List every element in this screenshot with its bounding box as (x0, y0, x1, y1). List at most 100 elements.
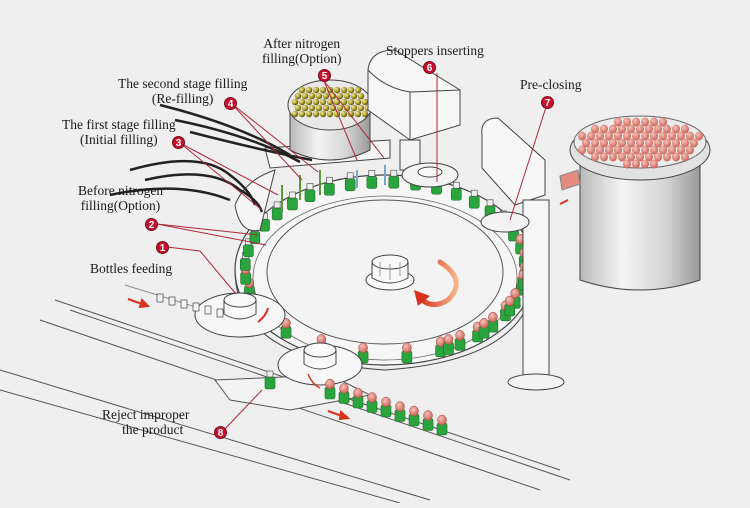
pre-closing-column (480, 117, 565, 391)
pink-stopper (605, 131, 613, 141)
pink-stopper (641, 117, 649, 127)
pink-stopper (650, 131, 658, 141)
bottle (287, 191, 298, 211)
stopper-ball (340, 110, 348, 118)
stopper-ball (326, 110, 334, 118)
pink-stopper-bowl (559, 115, 711, 291)
stopper-ball (350, 92, 358, 100)
pink-stopper (672, 138, 680, 148)
empty-bottle (168, 296, 176, 306)
filling-needles (281, 165, 386, 212)
pink-stopper (618, 152, 626, 162)
pink-stopper (614, 117, 622, 127)
feeding-star-wheel (194, 292, 286, 338)
pink-stopper (609, 124, 617, 134)
pink-stopper (600, 124, 608, 134)
pink-stopper (663, 152, 671, 162)
label-line: The second stage filling (118, 76, 248, 91)
stopper-ball (361, 110, 369, 118)
pink-stopper (641, 159, 649, 169)
pink-stopper (650, 117, 658, 127)
incoming-bottles (156, 293, 224, 318)
pink-stopper (582, 138, 590, 148)
stopper-ball (308, 92, 316, 100)
stopper-ball (319, 110, 327, 118)
pink-stopper (663, 138, 671, 148)
stopper-ball (301, 92, 309, 100)
pink-stopper (663, 124, 671, 134)
stoppered-bottle (380, 396, 392, 418)
bottle (264, 370, 276, 390)
step-4-label: The second stage filling (Re-filling) (118, 76, 247, 106)
callout-badge-7: 7 (541, 96, 554, 109)
pink-stopper (668, 131, 676, 141)
pink-stopper (645, 152, 653, 162)
label-line: The first stage filling (62, 117, 176, 132)
stopper-ball (343, 92, 351, 100)
pink-stopper (695, 131, 703, 141)
stopper-ball (322, 92, 330, 100)
pink-stopper (632, 159, 640, 169)
main-turntable (234, 174, 536, 371)
pink-stopper (600, 138, 608, 148)
pink-stopper (686, 131, 694, 141)
stopper-ball (340, 98, 348, 106)
pink-stopper (609, 138, 617, 148)
stopper-ball (294, 104, 302, 112)
stoppered-bottle (454, 330, 466, 351)
stopper-ball (301, 104, 309, 112)
pink-stopper (636, 124, 644, 134)
callout-badge-3: 3 (172, 136, 185, 149)
pink-stopper (645, 124, 653, 134)
stopper-ball (350, 104, 358, 112)
bottle (271, 201, 283, 221)
stoppered-bottle (366, 392, 378, 413)
pink-stopper (623, 117, 631, 127)
pink-stopper (654, 124, 662, 134)
stopper-ball (315, 104, 323, 112)
bottle (388, 169, 400, 189)
label-line: the product (122, 422, 184, 437)
stopper-ball (354, 110, 362, 118)
stopper-ball (336, 104, 344, 112)
pink-stopper (605, 145, 613, 155)
callout-leaders (156, 73, 548, 433)
stopper-ball (291, 98, 299, 106)
stopper-ball (308, 104, 316, 112)
label-line: (Re-filling) (151, 91, 214, 106)
stopper-ball (336, 92, 344, 100)
step-1-label: Bottles feeding (90, 261, 173, 276)
stopper-ball (343, 104, 351, 112)
pink-stopper (627, 124, 635, 134)
stoppered-bottle (478, 317, 490, 339)
stoppered-bottle (436, 414, 448, 436)
stopper-ball (298, 110, 306, 118)
pink-stopper (591, 138, 599, 148)
callout-badge-8: 8 (214, 426, 227, 439)
discharge-star-wheel (277, 342, 363, 389)
pink-stopper (672, 124, 680, 134)
pink-stopper (596, 145, 604, 155)
stopper-ball (312, 86, 320, 94)
pink-stopper (690, 138, 698, 148)
pink-stopper (677, 145, 685, 155)
pink-stopper (650, 159, 658, 169)
stopper-ball (298, 86, 306, 94)
pink-stopper (632, 117, 640, 127)
stopper-ball (305, 98, 313, 106)
step-3-label: The first stage filling (Initial filling… (62, 117, 176, 147)
pink-stopper (659, 131, 667, 141)
stopper-ball (347, 86, 355, 94)
empty-bottle (216, 308, 224, 318)
step-2-label: Before nitrogen filling(Option) (78, 183, 163, 213)
pink-stopper (623, 131, 631, 141)
stopper-ball (312, 98, 320, 106)
pink-stopper (654, 138, 662, 148)
callout-badge-1: 1 (156, 241, 169, 254)
empty-bottle (156, 293, 164, 303)
pink-stopper (668, 145, 676, 155)
pink-stopper (672, 152, 680, 162)
pink-stopper (591, 124, 599, 134)
